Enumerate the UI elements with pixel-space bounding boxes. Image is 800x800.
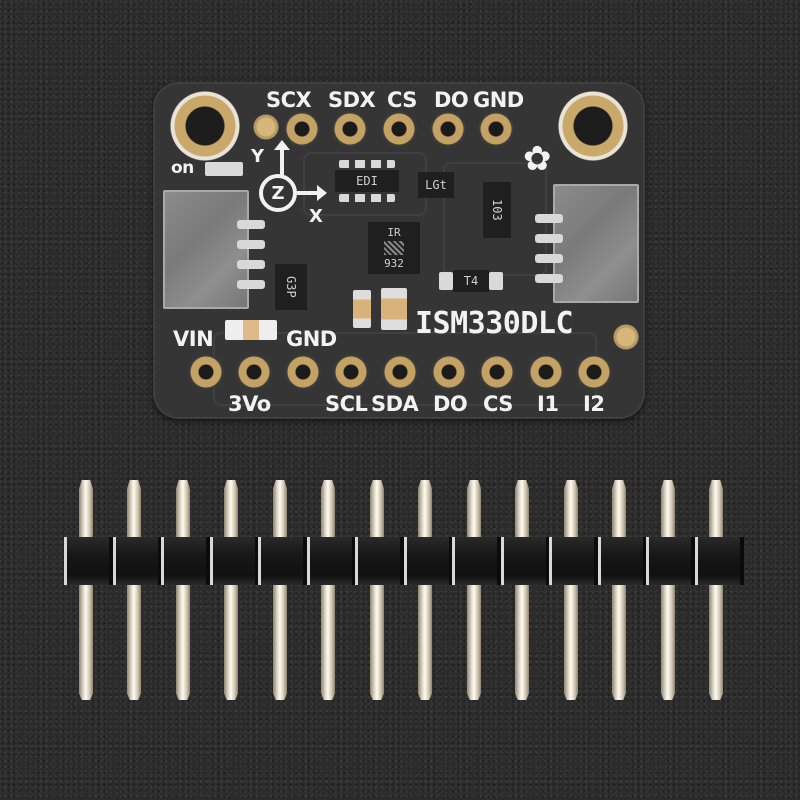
header-pin	[564, 480, 578, 700]
pad-i2	[576, 354, 612, 390]
capacitor-near-vin	[225, 320, 277, 340]
resistor-array-1: EDI	[335, 170, 399, 192]
pad-do-bottom	[431, 354, 467, 390]
header-pin	[709, 480, 723, 700]
header-plastic-block	[307, 537, 356, 585]
power-led	[205, 162, 243, 176]
voltage-regulator: G3P	[275, 264, 307, 310]
axis-y-label: Y	[251, 146, 264, 167]
chip-leads	[339, 194, 395, 202]
ism330dlc-sensor-ic: IR 932	[368, 222, 420, 274]
header-plastic-block	[161, 537, 210, 585]
header-pin	[418, 480, 432, 700]
capacitor	[353, 290, 371, 328]
header-plastic-block	[598, 537, 647, 585]
test-pad	[613, 324, 639, 350]
pad-do-top	[430, 111, 466, 147]
connector-pin	[237, 280, 265, 289]
pin-label-3vo: 3Vo	[228, 392, 271, 416]
header-plastic-block	[404, 537, 453, 585]
diode-pad	[439, 272, 453, 290]
pin-label-vin: VIN	[173, 327, 214, 351]
z-axis-icon: Z	[259, 174, 297, 212]
header-plastic-block	[64, 537, 113, 585]
power-led-label: on	[171, 158, 194, 178]
pin-label-scx: SCX	[266, 88, 312, 112]
part-number-label: ISM330DLC	[415, 306, 574, 341]
resistor-array-2: 103	[483, 182, 511, 238]
header-pin	[612, 480, 626, 700]
header-plastic-block	[452, 537, 501, 585]
header-pin	[370, 480, 384, 700]
header-pin	[467, 480, 481, 700]
x-axis-arrow-icon	[297, 191, 319, 195]
axis-x-label: X	[309, 206, 323, 227]
mounting-hole-left	[169, 90, 241, 162]
header-plastic-block	[695, 537, 744, 585]
pin-label-do-bottom: DO	[433, 392, 468, 416]
pin-label-do-top: DO	[434, 88, 469, 112]
connector-pin	[237, 240, 265, 249]
pad-vin	[188, 354, 224, 390]
regulator-small: LGt	[418, 172, 454, 198]
mounting-hole-right	[557, 90, 629, 162]
pad-sda	[382, 354, 418, 390]
pad-i1	[528, 354, 564, 390]
pin-label-scl: SCL	[325, 392, 368, 416]
pad-scl	[333, 354, 369, 390]
pin-label-gnd-top: GND	[473, 88, 524, 112]
header-plastic-block	[258, 537, 307, 585]
pad-sdx	[332, 111, 368, 147]
connector-pin	[237, 220, 265, 229]
x-axis-arrowhead-icon	[317, 185, 327, 201]
pin-label-i1: I1	[537, 392, 559, 416]
ic-marking-line1: IR	[387, 226, 401, 239]
capacitor	[381, 288, 407, 330]
flower-logo-icon: ✿	[523, 139, 552, 179]
pin-label-cs-top: CS	[387, 88, 417, 112]
header-pin	[127, 480, 141, 700]
header-plastic-block	[646, 537, 695, 585]
header-pin	[176, 480, 190, 700]
stemma-qt-connector-left	[163, 190, 265, 309]
header-pin	[661, 480, 675, 700]
pin-label-cs-bottom: CS	[483, 392, 513, 416]
connector-pin	[535, 274, 563, 283]
y-axis-arrowhead-icon	[274, 140, 290, 150]
diode-pad	[489, 272, 503, 290]
breakout-board: SCX SDX CS DO GND on Y Z X ✿ EDI LGt 103	[153, 82, 645, 419]
pad-gnd-bottom	[285, 354, 321, 390]
header-plastic-block	[549, 537, 598, 585]
connector-pin	[535, 234, 563, 243]
header-pin	[515, 480, 529, 700]
pin-label-sdx: SDX	[328, 88, 376, 112]
header-plastic-block	[210, 537, 259, 585]
test-pad	[253, 114, 279, 140]
pin-label-sda: SDA	[371, 392, 419, 416]
pad-3vo	[236, 354, 272, 390]
connector-pin	[237, 260, 265, 269]
connector-pin	[535, 214, 563, 223]
header-plastic-block	[501, 537, 550, 585]
pad-gnd-top	[478, 111, 514, 147]
pad-cs-top	[381, 111, 417, 147]
header-plastic-block	[355, 537, 404, 585]
ic-marking-line2: 932	[384, 257, 404, 270]
y-axis-arrow-icon	[280, 146, 284, 176]
chip-leads	[339, 160, 395, 168]
header-pin	[224, 480, 238, 700]
connector-pin	[535, 254, 563, 263]
axis-z-label: Z	[271, 182, 285, 204]
datamatrix-code	[384, 241, 404, 255]
pin-label-gnd-bottom: GND	[286, 327, 337, 351]
pad-scx	[284, 111, 320, 147]
pin-label-i2: I2	[583, 392, 605, 416]
header-pin	[273, 480, 287, 700]
header-plastic-block	[113, 537, 162, 585]
pad-cs-bottom	[479, 354, 515, 390]
diode: T4	[453, 270, 489, 292]
header-pin	[79, 480, 93, 700]
header-pin	[321, 480, 335, 700]
stemma-qt-connector-right	[535, 184, 639, 303]
